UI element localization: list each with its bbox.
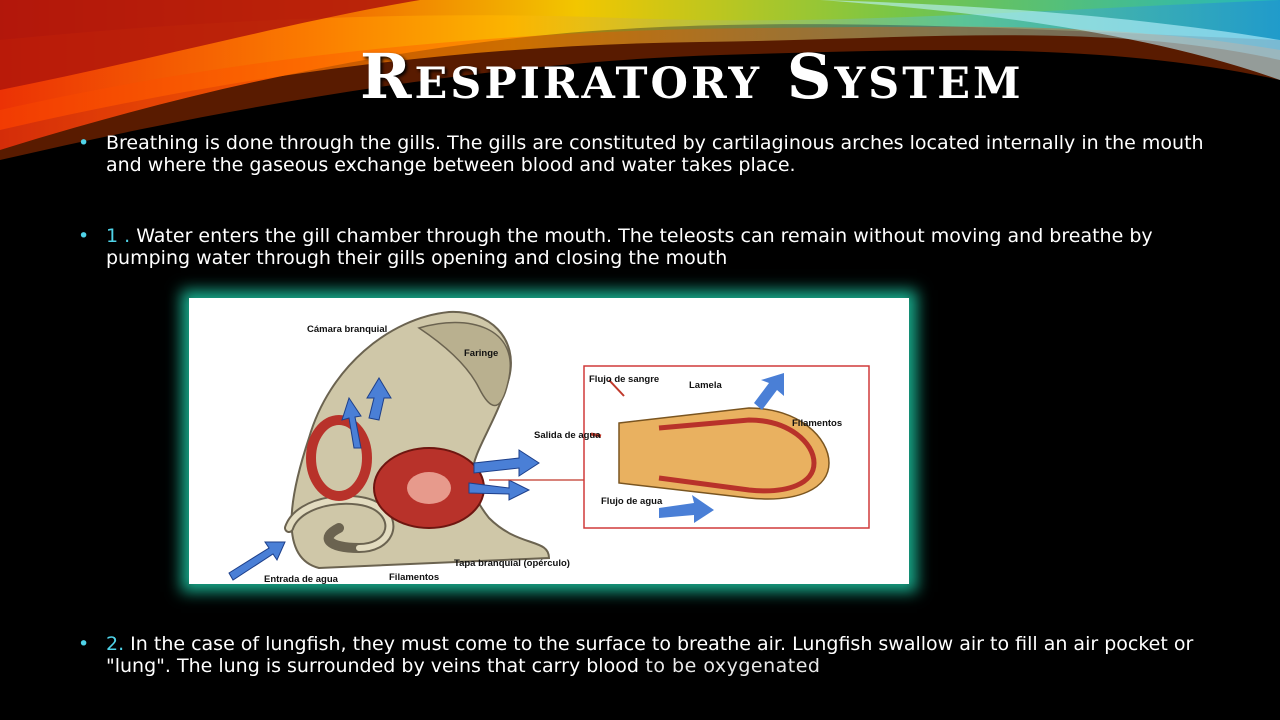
blood-out-pointer <box>590 432 602 438</box>
bullet-1-text: Breathing is done through the gills. The… <box>106 132 1204 176</box>
water-in-arrow <box>228 541 286 581</box>
water-up-arrow-2 <box>341 396 362 449</box>
bullet-3-number: 2. <box>106 633 125 655</box>
bullet-text: 2. In the case of lungfish, they must co… <box>86 633 1206 677</box>
bullet-3-text: In the case of lungfish, they must come … <box>106 633 1194 677</box>
gill-arch-shape <box>306 415 372 501</box>
bullet-item-2: • 1 . Water enters the gill chamber thro… <box>78 225 1206 269</box>
bullet-item-1: • Breathing is done through the gills. T… <box>78 132 1206 176</box>
blood-vessel-shape <box>658 417 817 494</box>
detail-water-arrow <box>754 373 784 410</box>
swirl-decoration <box>0 0 1280 161</box>
blood-flow-pointer <box>608 379 625 397</box>
label-tapa-branquial: Tapa branquial (opérculo) <box>454 558 570 569</box>
upper-wall-shape <box>417 321 512 406</box>
water-flow-arrows <box>228 377 540 581</box>
bullet-2-text: Water enters the gill chamber through th… <box>106 225 1153 269</box>
label-lamela: Lamela <box>689 380 722 391</box>
bullet-text: 1 . Water enters the gill chamber throug… <box>86 225 1206 269</box>
flujo-agua-arrow <box>659 495 714 523</box>
bullet-dot: • <box>78 132 90 154</box>
label-flujo-sangre: Flujo de sangre <box>589 374 659 385</box>
bullet-item-3: • 2. In the case of lungfish, they must … <box>78 633 1206 677</box>
jaw-curl-highlight <box>286 496 393 551</box>
bullet-dot: • <box>78 633 90 655</box>
gill-diagram: Cámara branquial Faringe Salida de agua … <box>228 310 870 584</box>
water-out-arrow-2 <box>468 479 531 501</box>
label-faringe: Faringe <box>464 348 498 359</box>
detail-arrows <box>659 373 784 523</box>
bullet-text: Breathing is done through the gills. The… <box>86 132 1206 176</box>
water-out-arrow <box>473 449 540 477</box>
water-up-arrow <box>366 377 392 421</box>
bullet-2-number: 1 . <box>106 225 131 247</box>
label-filamentos-left: Filamentos <box>389 572 439 583</box>
gill-center-shape <box>407 472 451 504</box>
slide-title: Respiratory System <box>360 40 1024 113</box>
gill-diagram-figure: Cámara branquial Faringe Salida de agua … <box>189 298 909 584</box>
bullet-3-tail: to be oxygenated <box>638 655 821 677</box>
bullet-dot: • <box>78 225 90 247</box>
label-camara-branquial: Cámara branquial <box>307 324 387 335</box>
filament-tube-shape <box>618 407 830 500</box>
label-entrada-agua: Entrada de agua <box>264 574 339 584</box>
label-filamentos-right: Filamentos <box>792 418 842 429</box>
label-flujo-agua: Flujo de agua <box>601 496 663 507</box>
label-salida-agua: Salida de agua <box>534 430 601 441</box>
